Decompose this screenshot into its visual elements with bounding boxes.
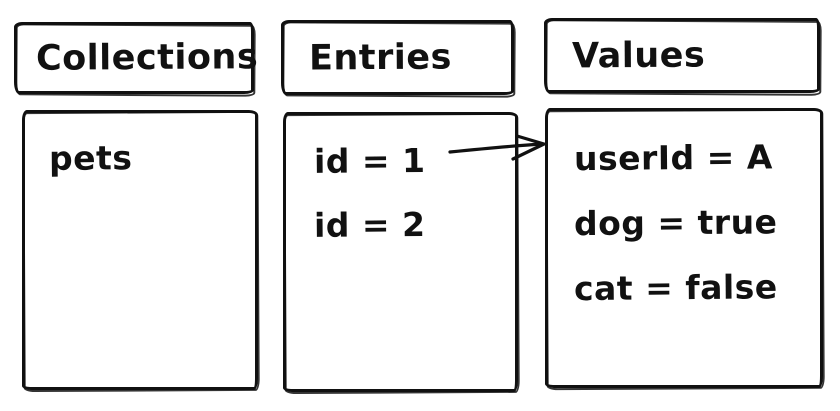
collections-body-box: pets — [22, 110, 258, 390]
collections-header-label: Collections — [35, 37, 259, 79]
value-item-userid: userId = A — [573, 137, 774, 179]
entry-item-id-1: id = 1 — [313, 140, 426, 181]
entries-header-label: Entries — [308, 37, 453, 78]
collection-item-pets: pets — [48, 138, 133, 178]
values-header-label: Values — [571, 35, 706, 76]
entries-body-box: id = 1 id = 2 — [283, 112, 518, 392]
entry-item-id-2: id = 2 — [313, 204, 426, 245]
collections-header-box: Collections — [14, 22, 258, 94]
entries-header-box: Entries — [281, 20, 514, 95]
value-item-cat: cat = false — [573, 267, 778, 309]
value-item-dog: dog = true — [573, 202, 778, 244]
values-body-box: userId = A dog = true cat = false — [545, 108, 823, 388]
values-header-box: Values — [544, 18, 820, 93]
